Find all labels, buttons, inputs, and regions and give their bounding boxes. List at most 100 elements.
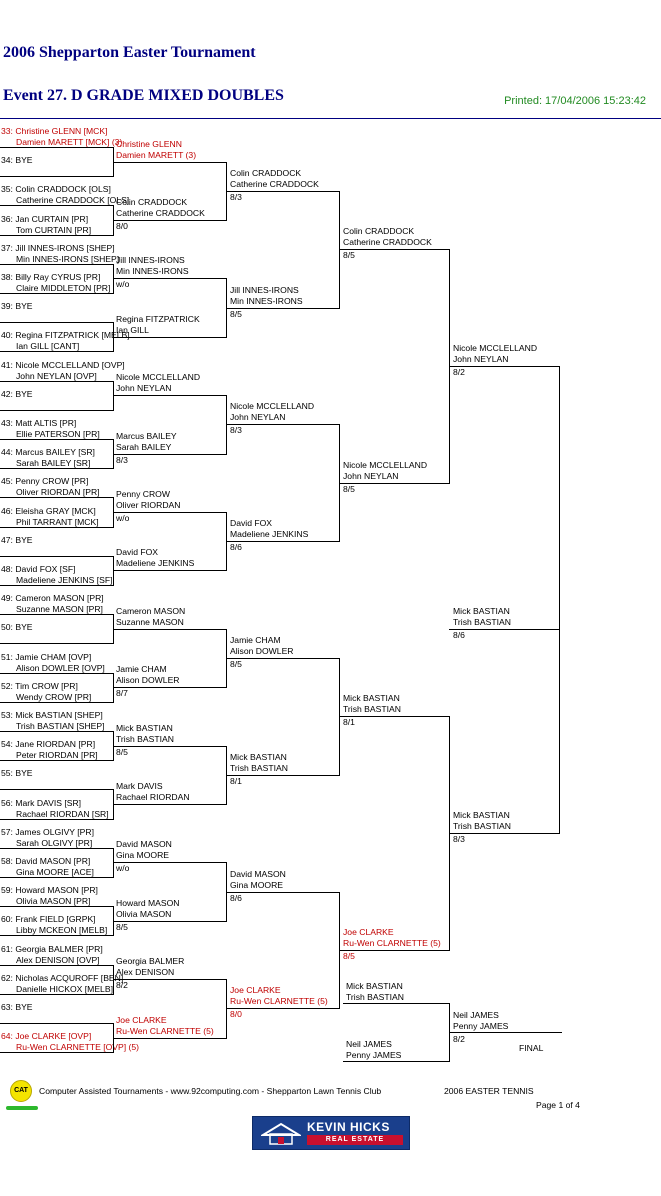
sponsor-name: KEVIN HICKS: [307, 1120, 390, 1134]
draw-entry-partner: Trish BASTIAN [SHEP]: [16, 721, 105, 731]
draw-winner-partner: Alison DOWLER: [116, 675, 180, 686]
draw-slot-line: [0, 1052, 113, 1054]
draw-slot-line: [113, 745, 226, 747]
match-score: w/o: [116, 513, 130, 523]
match-score: 8/6: [230, 542, 242, 553]
draw-winner-name: Regina FITZPATRICK: [116, 313, 200, 324]
draw-slot-line: [0, 176, 113, 178]
draw-winner-name: Mick BASTIAN: [230, 751, 287, 762]
draw-winner-name: David FOX: [116, 547, 159, 558]
final-label: FINAL: [519, 1043, 544, 1053]
draw-entry-name: 59: Howard MASON [PR]: [1, 885, 98, 896]
draw-winner-name: Jamie CHAM: [116, 664, 167, 675]
draw-entry-partner: Tom CURTAIN [PR]: [16, 224, 92, 235]
tournament-title: 2006 Shepparton Easter Tournament: [3, 44, 256, 61]
draw-slot-line: [0, 614, 113, 616]
draw-entry-name: 64: Joe CLARKE [OVP]: [1, 1031, 92, 1042]
draw-slot-line: [0, 964, 113, 966]
draw-entry-partner: Madeliene JENKINS [SF]: [16, 575, 113, 585]
draw-slot-line: [449, 833, 559, 835]
draw-entry-name: 48: David FOX [SF]: [1, 564, 76, 574]
draw-slot-line: [113, 161, 226, 163]
draw-winner-name: Nicole MCCLELLAND: [116, 372, 201, 383]
match-score: w/o: [116, 863, 130, 874]
draw-winner-name: Nicole MCCLELLAND: [343, 459, 428, 470]
draw-winner-partner: Sarah BAILEY: [116, 441, 172, 452]
page-number: Page 1 of 4: [536, 1100, 580, 1110]
draw-slot-line: [226, 891, 339, 893]
match-score: 8/5: [343, 250, 355, 261]
draw-slot-line: [226, 1008, 339, 1010]
draw-winner-partner: Trish BASTIAN: [230, 762, 288, 773]
draw-slot-line: [339, 950, 449, 951]
draw-winner-partner: Madeliene JENKINS: [230, 529, 309, 540]
draw-slot-line: [0, 585, 113, 586]
draw-winner-name: Joe CLARKE: [343, 927, 394, 937]
draw-entry-partner: Olivia MASON [PR]: [16, 896, 91, 907]
draw-entry-name: 49: Cameron MASON [PR]: [1, 593, 104, 604]
draw-slot-line: [0, 672, 113, 674]
match-score: 8/5: [343, 951, 355, 961]
draw-slot-line: [339, 482, 449, 484]
draw-slot-line: [226, 190, 339, 192]
draw-slot-line: [343, 1003, 449, 1004]
draw-entry-partner: Sarah OLGIVY [PR]: [16, 837, 93, 848]
footer-event-name: 2006 EASTER TENNIS: [444, 1086, 534, 1096]
draw-entry-partner: Catherine CRADDOCK [OLS]: [16, 195, 130, 206]
draw-slot-line: [226, 658, 339, 659]
draw-entry-partner: Sarah BAILEY [SR]: [16, 458, 91, 469]
draw-winner-partner: Catherine CRADDOCK: [343, 237, 432, 248]
draw-winner-name: Howard MASON: [116, 897, 180, 908]
draw-slot-line: [0, 701, 113, 703]
draw-entry-name: 34: BYE: [1, 155, 33, 166]
draw-winner-partner: Damien MARETT (3): [116, 149, 197, 160]
draw-slot-line: [449, 1032, 562, 1033]
draw-winner-partner: John NEYLAN: [116, 383, 172, 394]
draw-winner-partner: Alex DENISON: [116, 967, 175, 978]
match-score: 8/2: [116, 980, 128, 991]
draw-winner-partner: Penny JAMES: [453, 1021, 509, 1031]
draw-slot-line: [0, 263, 113, 265]
match-score: 8/5: [116, 921, 128, 932]
match-score: 8/2: [453, 1034, 465, 1044]
draw-winner-name: David MASON: [116, 839, 172, 850]
draw-entry-name: 53: Mick BASTIAN [SHEP]: [1, 710, 103, 720]
draw-entry-name: 62: Nicholas ACQUROFF [BEN]: [1, 972, 124, 983]
draw-slot-line: [113, 570, 226, 572]
draw-slot-line: [113, 979, 226, 981]
match-score: 8/3: [453, 834, 465, 845]
draw-entry-name: 47: BYE: [1, 534, 33, 545]
draw-entry-partner: Rachael RIORDAN [SR]: [16, 808, 109, 819]
draw-winner-name: Joe CLARKE: [116, 1014, 167, 1025]
draw-slot-line: [339, 716, 449, 718]
draw-entry-name: 39: BYE: [1, 301, 33, 312]
draw-entry-name: 35: Colin CRADDOCK [OLS]: [1, 184, 111, 195]
match-score: 8/7: [116, 688, 128, 699]
draw-winner-partner: Trish BASTIAN: [346, 992, 404, 1002]
draw-slot-line: [226, 774, 339, 776]
draw-slot-line: [0, 497, 113, 499]
draw-winner-name: Colin CRADDOCK: [230, 167, 302, 178]
draw-winner-partner: Trish BASTIAN: [116, 733, 174, 744]
draw-winner-name: Mick BASTIAN: [453, 606, 510, 616]
draw-entry-name: 38: Billy Ray CYRUS [PR]: [1, 272, 101, 282]
draw-winner-partner: Madeliene JENKINS: [116, 558, 195, 569]
draw-winner-name: Georgia BALMER: [116, 956, 185, 967]
draw-slot-line: [113, 395, 226, 397]
draw-entry-name: 51: Jamie CHAM [OVP]: [1, 651, 92, 662]
draw-winner-name: Cameron MASON: [116, 605, 186, 616]
draw-slot-line: [113, 920, 226, 922]
draw-entry-partner: Phil TARRANT [MCK]: [16, 516, 99, 527]
draw-entry-name: 56: Mark DAVIS [SR]: [1, 797, 82, 808]
draw-slot-line: [226, 541, 339, 543]
draw-winner-name: Jill INNES-IRONS: [116, 255, 185, 266]
draw-slot-line: [113, 220, 226, 221]
draw-winner-partner: Ian GILL: [116, 324, 149, 335]
draw-entry-partner: Oliver RIORDAN [PR]: [16, 487, 100, 498]
draw-entry-name: 43: Matt ALTIS [PR]: [1, 418, 77, 428]
draw-entry-partner: Damien MARETT [MCK] (3): [16, 137, 123, 147]
draw-winner-partner: Trish BASTIAN: [453, 821, 511, 832]
draw-slot-line: [0, 643, 113, 645]
draw-winner-partner: Olivia MASON: [116, 908, 172, 919]
draw-winner-name: Penny CROW: [116, 489, 170, 499]
